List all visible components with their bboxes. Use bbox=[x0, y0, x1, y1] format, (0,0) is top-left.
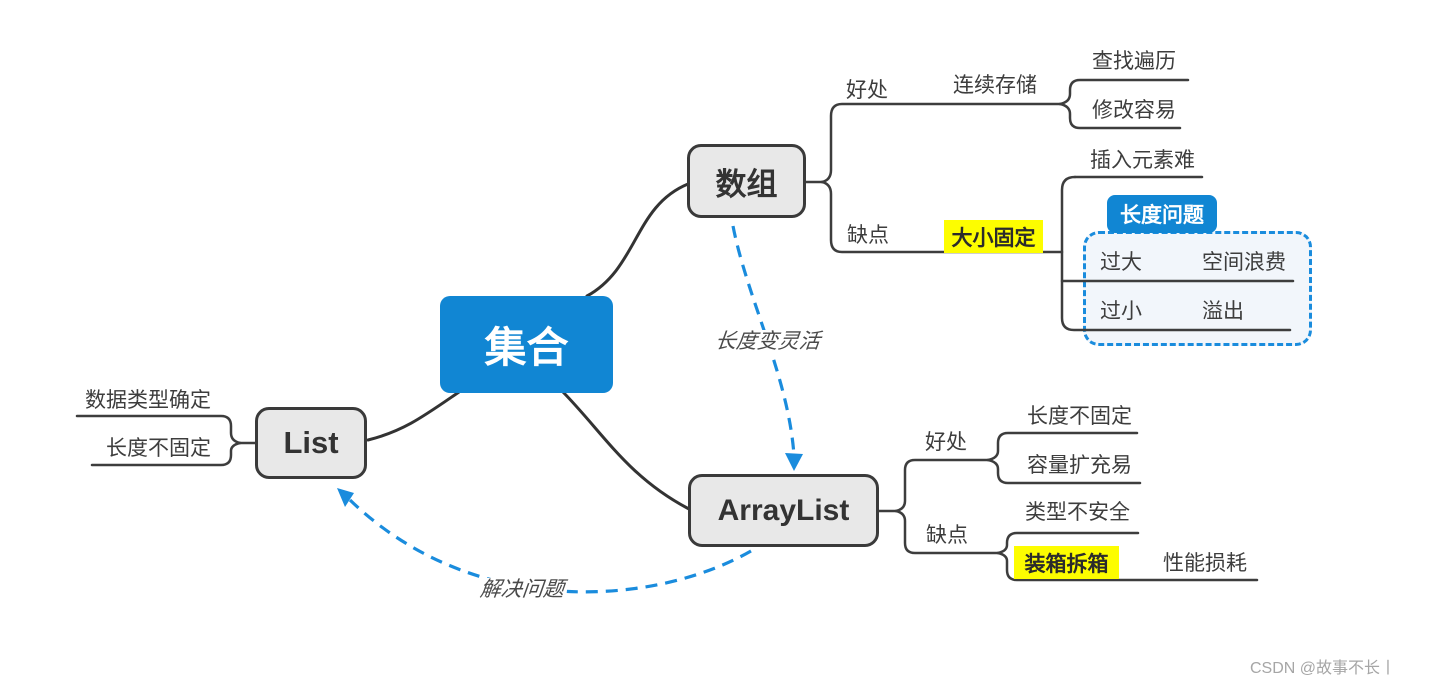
arraylist-pros-leaf-capacity[interactable]: 容量扩充易 bbox=[1027, 454, 1132, 477]
relationship-arrows bbox=[348, 225, 796, 594]
arrow-array-to-arraylist bbox=[731, 225, 796, 457]
list-leaf-datatype[interactable]: 数据类型确定 bbox=[85, 389, 211, 412]
group-row-result-overflow[interactable]: 溢出 bbox=[1202, 300, 1244, 323]
relationship-label-solve[interactable]: 解决问题 bbox=[475, 578, 569, 602]
array-cons-label[interactable]: 缺点 bbox=[847, 224, 889, 247]
sub-branch-lines bbox=[75, 78, 1295, 582]
array-pros-child-label[interactable]: 连续存储 bbox=[953, 74, 1037, 97]
csdn-watermark: CSDN @故事不长丨 bbox=[1250, 660, 1397, 677]
arraylist-cons-result-perf[interactable]: 性能损耗 bbox=[1163, 552, 1247, 575]
array-cons-leaf-insert[interactable]: 插入元素难 bbox=[1090, 149, 1195, 172]
array-pros-leaf-modify[interactable]: 修改容易 bbox=[1092, 99, 1176, 122]
arraylist-topic-node[interactable]: ArrayList bbox=[688, 474, 879, 547]
arraylist-cons-highlight-topic[interactable]: 装箱拆箱 bbox=[1014, 546, 1119, 579]
list-leaf-length[interactable]: 长度不固定 bbox=[106, 437, 211, 460]
arraylist-cons-leaf-typesafety[interactable]: 类型不安全 bbox=[1025, 501, 1130, 524]
arrow-arraylist-to-list bbox=[348, 498, 752, 594]
arraylist-pros-label[interactable]: 好处 bbox=[925, 431, 967, 454]
relationship-label-flexible[interactable]: 长度变灵活 bbox=[710, 330, 825, 354]
list-topic-node[interactable]: List bbox=[255, 407, 367, 479]
group-row-case-too-big[interactable]: 过大 bbox=[1100, 251, 1142, 274]
arrowhead-down-icon bbox=[785, 453, 803, 471]
array-pros-leaf-search[interactable]: 查找遍历 bbox=[1092, 50, 1176, 73]
group-row-result-waste[interactable]: 空间浪费 bbox=[1202, 251, 1286, 274]
arrowhead-upleft-icon bbox=[337, 488, 354, 507]
arraylist-pros-leaf-length[interactable]: 长度不固定 bbox=[1027, 405, 1132, 428]
arraylist-cons-label[interactable]: 缺点 bbox=[926, 524, 968, 547]
array-topic-node[interactable]: 数组 bbox=[687, 144, 806, 218]
main-branch-curves bbox=[366, 182, 691, 511]
relationship-arrowheads bbox=[337, 453, 803, 507]
array-pros-label[interactable]: 好处 bbox=[846, 79, 888, 102]
central-topic-node[interactable]: 集合 bbox=[440, 296, 613, 393]
length-problem-tab[interactable]: 长度问题 bbox=[1107, 195, 1217, 233]
group-row-case-too-small[interactable]: 过小 bbox=[1100, 300, 1142, 323]
array-cons-highlight-topic[interactable]: 大小固定 bbox=[944, 220, 1043, 253]
